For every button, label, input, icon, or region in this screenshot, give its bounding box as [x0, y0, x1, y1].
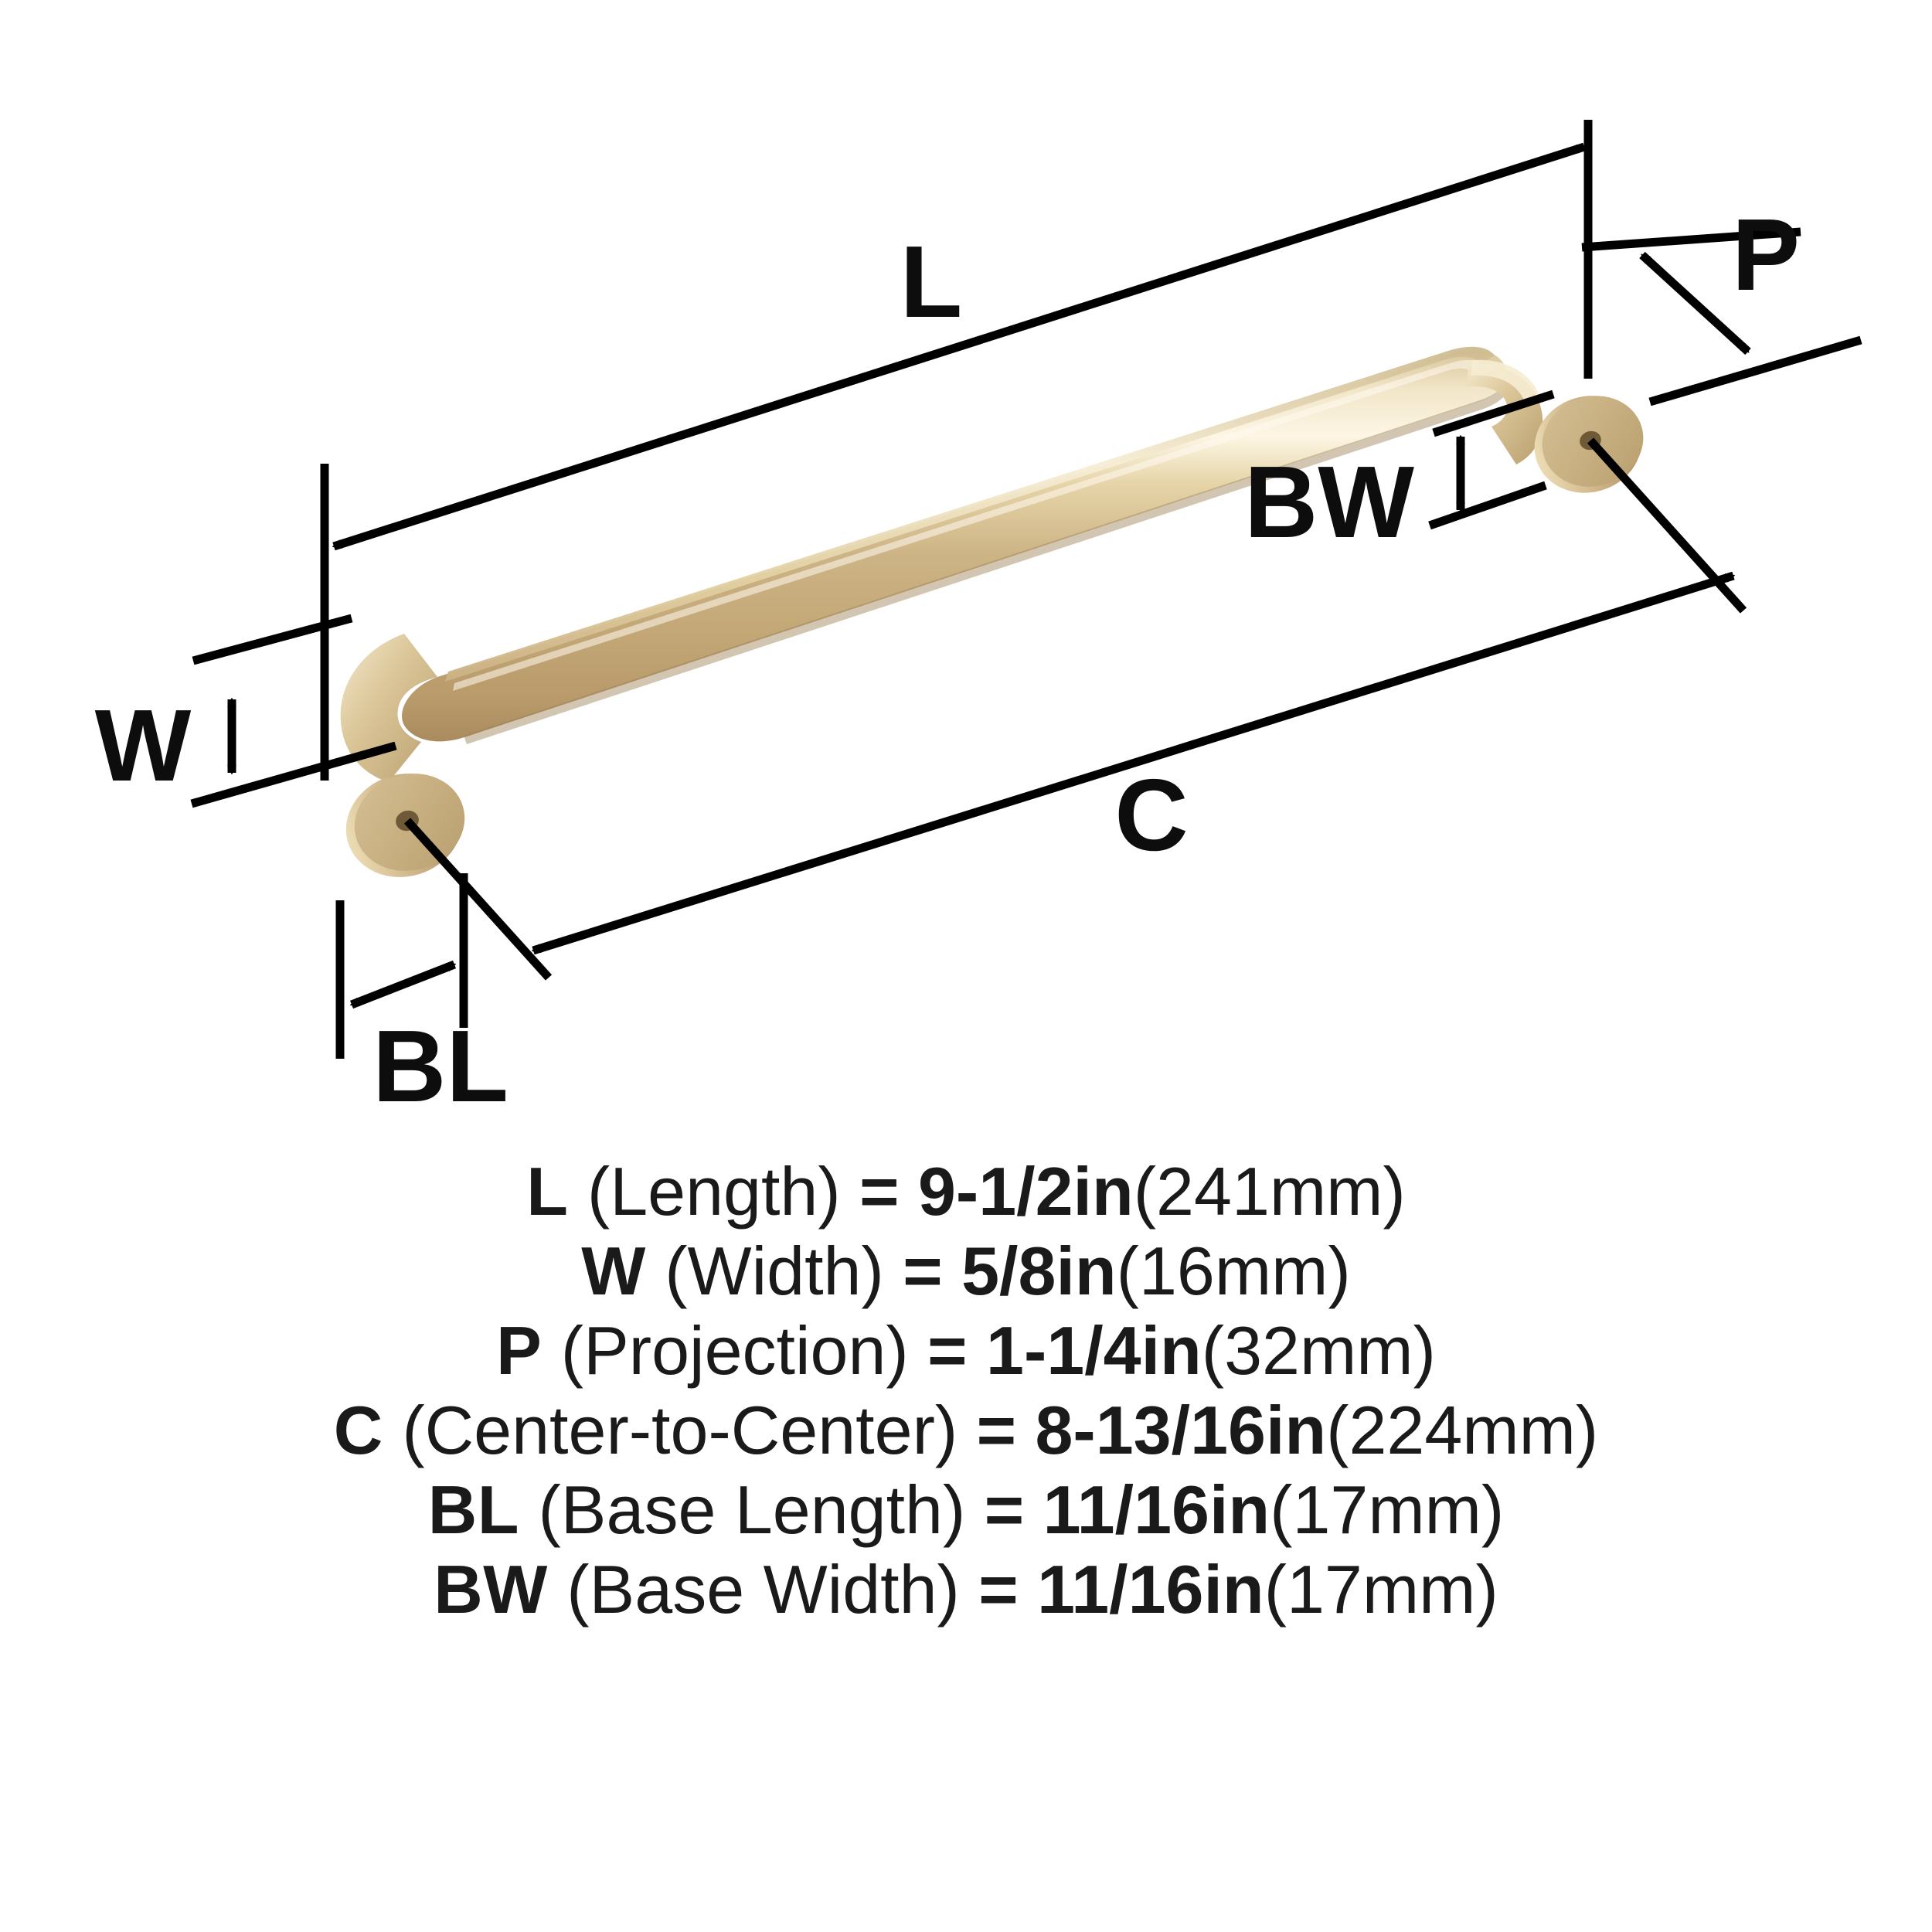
spec-name-L: (Length): [587, 1153, 841, 1230]
spec-value-P: 1-1/4in: [986, 1312, 1202, 1389]
ext-line-W-top: [192, 614, 353, 665]
spec-code-W: W: [581, 1233, 646, 1309]
dim-arrow-P: [1639, 251, 1751, 355]
spec-metric-W: (16mm): [1116, 1233, 1351, 1309]
dim-label-P: P: [1732, 198, 1800, 311]
spec-eq-P: =: [927, 1312, 968, 1389]
spec-code-P: P: [496, 1312, 543, 1389]
spec-metric-BL: (17mm): [1270, 1471, 1505, 1548]
spec-metric-L: (241mm): [1133, 1153, 1406, 1230]
spec-row-base-length: BL (Base Length) = 11/16in(17mm): [0, 1470, 1932, 1549]
spec-row-projection: P (Projection) = 1-1/4in(32mm): [0, 1311, 1932, 1390]
leader-line-C-left: [403, 818, 553, 981]
spec-eq-BW: =: [978, 1551, 1019, 1628]
spec-value-W: 5/8in: [961, 1233, 1117, 1309]
spec-name-C: (Center-to-Center): [402, 1392, 958, 1468]
dimension-lines: [190, 120, 1862, 1059]
ext-line-W-bottom: [190, 741, 397, 808]
dim-arrow-BL: [352, 960, 454, 1009]
spec-row-center-to-center: C (Center-to-Center) = 8-13/16in(224mm): [0, 1390, 1932, 1470]
leader-line-C-right: [1587, 437, 1747, 614]
dim-label-C: C: [1114, 758, 1188, 872]
spec-row-length: L (Length) = 9-1/2in(241mm): [0, 1151, 1932, 1231]
dim-label-L: L: [900, 225, 963, 338]
handle-left-elbow: [340, 634, 437, 782]
spec-value-C: 8-13/16in: [1035, 1392, 1327, 1468]
dim-label-BL: BL: [372, 1009, 509, 1123]
ext-line-P-bottom: [1648, 335, 1862, 406]
dim-arrow-C: [533, 571, 1733, 955]
spec-code-C: C: [333, 1392, 383, 1468]
spec-name-W: (Width): [665, 1233, 884, 1309]
spec-name-BL: (Base Length): [538, 1471, 966, 1548]
spec-value-L: 9-1/2in: [917, 1153, 1134, 1230]
spec-value-BW: 11/16in: [1037, 1551, 1264, 1628]
ext-line-P-top: [1581, 227, 1801, 252]
spec-code-BW: BW: [434, 1551, 548, 1628]
spec-eq-BL: =: [984, 1471, 1025, 1548]
spec-metric-BW: (17mm): [1264, 1551, 1498, 1628]
dim-label-W: W: [95, 689, 192, 802]
dim-label-BW: BW: [1244, 445, 1414, 559]
spec-eq-W: =: [903, 1233, 943, 1309]
spec-code-L: L: [526, 1153, 569, 1230]
spec-value-BL: 11/16in: [1043, 1471, 1270, 1548]
specification-list: L (Length) = 9-1/2in(241mm) W (Width) = …: [0, 1151, 1932, 1629]
spec-metric-P: (32mm): [1201, 1312, 1436, 1389]
spec-code-BL: BL: [427, 1471, 520, 1548]
product-diagram: L W P C BL BW: [95, 120, 1862, 1123]
dim-arrow-L: [334, 142, 1584, 551]
spec-name-BW: (Base Width): [566, 1551, 960, 1628]
spec-row-base-width: BW (Base Width) = 11/16in(17mm): [0, 1549, 1932, 1629]
spec-eq-L: =: [859, 1153, 900, 1230]
ext-line-BW-bottom: [1428, 481, 1547, 530]
spec-name-P: (Projection): [560, 1312, 909, 1389]
ext-line-BW-top: [1432, 389, 1555, 437]
diagram-canvas: L W P C BL BW: [95, 120, 1862, 1123]
spec-eq-C: =: [976, 1392, 1017, 1468]
spec-metric-C: (224mm): [1326, 1392, 1599, 1468]
spec-row-width: W (Width) = 5/8in(16mm): [0, 1231, 1932, 1311]
